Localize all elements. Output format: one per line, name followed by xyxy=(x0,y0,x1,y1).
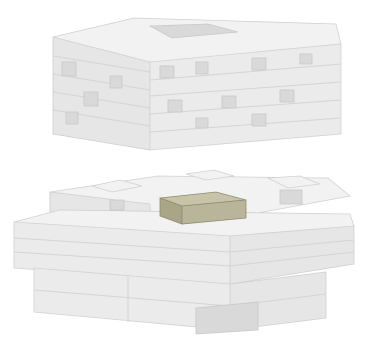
lower-block-assembly xyxy=(14,170,354,334)
base-entrance-void xyxy=(196,302,258,334)
upper-block-assembly xyxy=(53,18,341,150)
highlighted-void-volume xyxy=(160,192,246,224)
